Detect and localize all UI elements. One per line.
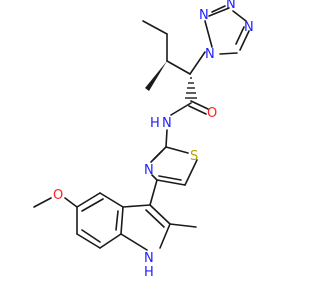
bond (166, 60, 191, 75)
bond (165, 146, 189, 154)
molecule-drawing: N N N N O N H S N O N H (33, 0, 254, 280)
structure-canvas: N N N N O N H S N O N H (33, 0, 254, 280)
bond (142, 20, 168, 35)
bond (188, 105, 207, 115)
bond (81, 198, 104, 212)
bond (232, 10, 247, 22)
bond (204, 20, 213, 48)
bond (115, 210, 119, 231)
bond (190, 100, 209, 110)
wedge-bond (145, 61, 167, 91)
atom-label-n-tetrazole: N (244, 20, 254, 35)
atom-label-n-tetrazole: N (199, 8, 209, 23)
bond (158, 175, 182, 181)
bond (239, 30, 250, 51)
bond (211, 5, 226, 13)
bond (120, 206, 124, 235)
bond (219, 52, 238, 55)
atom-label-o-methoxy: O (53, 188, 63, 203)
bond (64, 197, 78, 208)
atom-label-h-amide: H (150, 116, 160, 131)
atom-label-n-amide: N (162, 116, 172, 131)
bond (149, 204, 171, 225)
atom-label-n-thiazole: N (144, 163, 154, 178)
bond (81, 229, 101, 243)
bond (120, 233, 148, 251)
bond (145, 209, 165, 228)
bond (150, 150, 163, 163)
bond (189, 51, 206, 75)
bond (151, 174, 158, 181)
atom-label-n-tetrazole: N (226, 0, 236, 12)
bond (122, 204, 151, 208)
bond (33, 197, 52, 208)
atom-label-h-indole: H (144, 265, 154, 280)
atom-label-s-thiazole: S (190, 149, 198, 164)
hashed-bond (185, 77, 197, 99)
atom-label-n-tetrazole: N (205, 47, 215, 62)
bond (99, 233, 122, 249)
bond (165, 129, 168, 148)
bond (76, 233, 101, 249)
bond (159, 223, 171, 249)
atom-label-n-indole: N (144, 251, 154, 266)
bond (235, 26, 245, 45)
bond (99, 192, 124, 208)
bond (169, 223, 197, 228)
bond (149, 179, 158, 206)
bond (156, 179, 186, 186)
atom-label-o-carbonyl: O (207, 106, 217, 121)
bond (208, 7, 230, 17)
bond (76, 192, 101, 208)
bond (170, 102, 192, 116)
bond (184, 159, 198, 186)
